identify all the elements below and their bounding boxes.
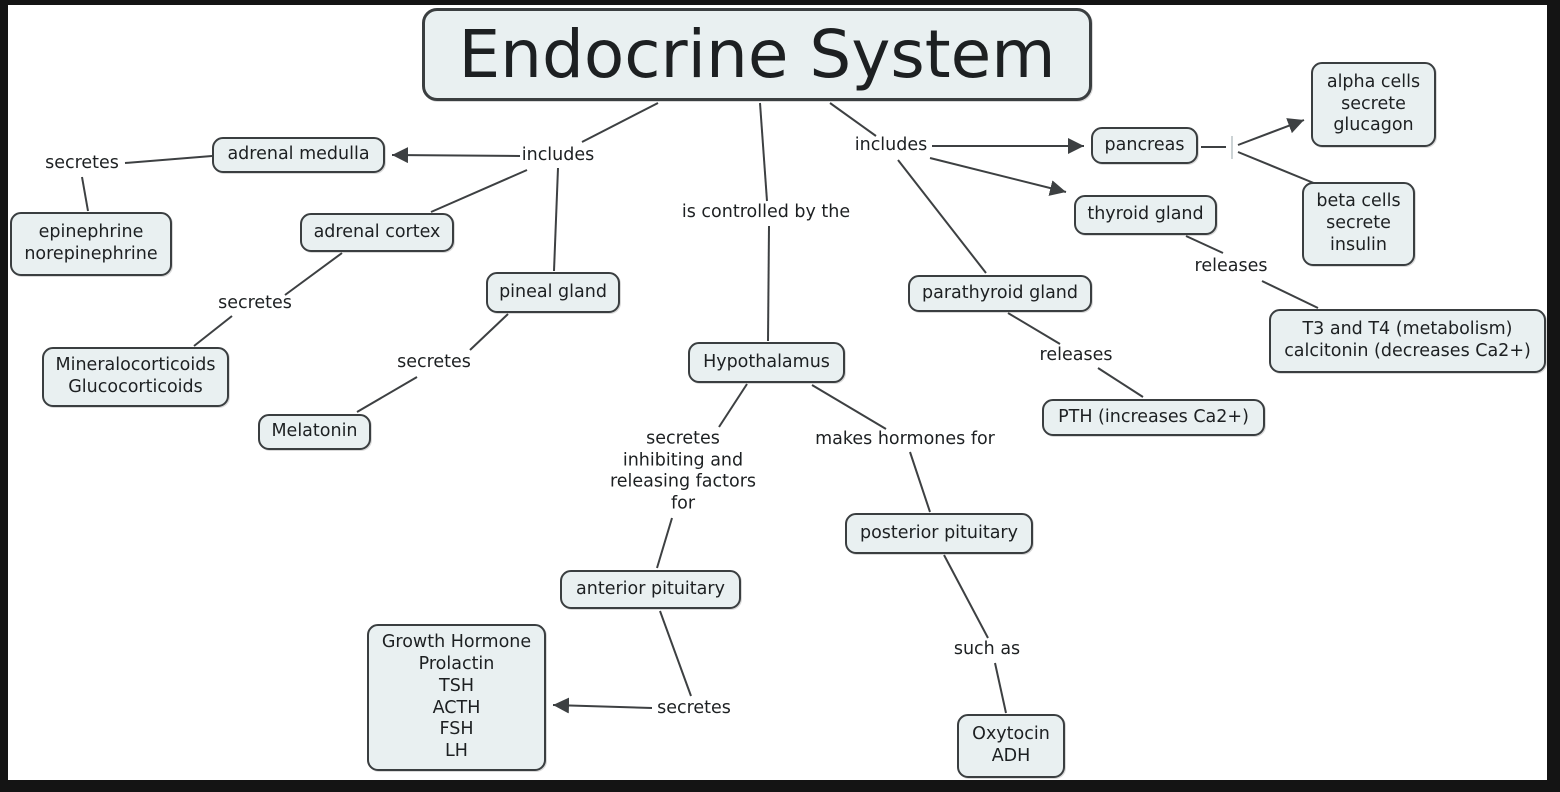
link-label-secretes-inhibiting[interactable]: secretes inhibiting and releasing factor…	[609, 428, 757, 514]
edge-title-to-includes-right	[829, 102, 877, 137]
edge-cortex-to-secretes	[284, 252, 343, 296]
edge-secretes-medulla-link	[124, 155, 213, 164]
node-mineralocorticoids[interactable]: Mineralocorticoids Glucocorticoids	[42, 347, 229, 407]
node-melatonin[interactable]: Melatonin	[258, 414, 371, 450]
diagram-canvas	[8, 5, 1547, 780]
link-label-releases-thyroid[interactable]: releases	[1194, 256, 1268, 277]
node-hypothalamus[interactable]: Hypothalamus	[688, 342, 845, 383]
edge-releases-to-t3t4	[1261, 280, 1319, 309]
link-label-secretes-cortex[interactable]: secretes	[218, 293, 292, 314]
edge-junction-to-beta	[1237, 151, 1322, 187]
node-thyroid-gland[interactable]: thyroid gland	[1074, 195, 1217, 235]
edge-controlled-to-hypothalamus	[767, 225, 770, 342]
edge-anterior-to-secretes	[659, 610, 692, 697]
edge-secretes-to-gh-box	[552, 697, 653, 714]
edge-includes-right-to-parathyroid	[897, 159, 987, 274]
node-beta-cells[interactable]: beta cells secrete insulin	[1302, 182, 1415, 266]
edge-such-as-to-oxytocin	[994, 662, 1007, 714]
link-label-such-as[interactable]: such as	[953, 639, 1021, 660]
edge-parathyroid-to-releases	[1007, 312, 1061, 345]
node-parathyroid-gland[interactable]: parathyroid gland	[908, 275, 1092, 312]
edge-junction-to-alpha	[1237, 118, 1305, 146]
edge-thyroid-to-releases	[1185, 235, 1224, 254]
link-label-makes-hormones-for[interactable]: makes hormones for	[815, 429, 995, 450]
edge-includes-left-to-medulla	[391, 147, 521, 164]
node-adrenal-cortex[interactable]: adrenal cortex	[300, 213, 454, 252]
node-pineal-gland[interactable]: pineal gland	[486, 272, 620, 313]
edge-secretes-to-melatonin	[356, 376, 418, 413]
node-posterior-pituitary[interactable]: posterior pituitary	[845, 513, 1033, 554]
edge-releases-to-pth	[1097, 367, 1144, 398]
link-label-includes-right[interactable]: includes	[854, 135, 928, 156]
edge-includes-right-to-thyroid	[929, 157, 1067, 196]
edge-secretes-to-epinephrine	[81, 176, 89, 212]
link-label-is-controlled-by-the[interactable]: is controlled by the	[681, 202, 851, 223]
node-oxytocin-adh[interactable]: Oxytocin ADH	[957, 714, 1065, 778]
edge-title-to-controlled	[759, 102, 768, 202]
link-label-secretes-medulla[interactable]: secretes	[45, 153, 119, 174]
node-epinephrine[interactable]: epinephrine norepinephrine	[10, 212, 172, 276]
edge-pineal-to-secretes	[469, 313, 509, 351]
edge-makes-to-posterior	[909, 451, 931, 513]
link-label-secretes-anterior[interactable]: secretes	[657, 698, 731, 719]
edge-includes-left-to-cortex	[430, 169, 528, 213]
node-title[interactable]: Endocrine System	[422, 8, 1092, 101]
node-adrenal-medulla[interactable]: adrenal medulla	[212, 137, 385, 173]
node-pancreas[interactable]: pancreas	[1091, 127, 1198, 164]
edge-hypothalamus-to-makes	[811, 384, 887, 430]
node-anterior-pituitary[interactable]: anterior pituitary	[560, 570, 741, 609]
node-t3-t4-calcitonin[interactable]: T3 and T4 (metabolism) calcitonin (decre…	[1269, 309, 1546, 373]
node-anterior-hormones[interactable]: Growth Hormone Prolactin TSH ACTH FSH LH	[367, 624, 546, 771]
node-pth[interactable]: PTH (increases Ca2+)	[1042, 399, 1265, 436]
edge-hypothalamus-to-secretes-inh	[718, 383, 748, 428]
edge-secretes-inh-to-anterior	[656, 517, 673, 569]
link-label-secretes-pineal[interactable]: secretes	[397, 352, 471, 373]
edge-secretes-to-mineralo	[193, 315, 233, 347]
node-alpha-cells[interactable]: alpha cells secrete glucagon	[1311, 62, 1436, 147]
edge-title-to-includes-left	[581, 102, 659, 143]
edge-includes-left-to-pineal	[553, 167, 559, 272]
link-label-releases-parathyroid[interactable]: releases	[1039, 345, 1113, 366]
link-label-includes-left[interactable]: includes	[521, 145, 595, 166]
edge-posterior-to-such-as	[943, 554, 989, 639]
